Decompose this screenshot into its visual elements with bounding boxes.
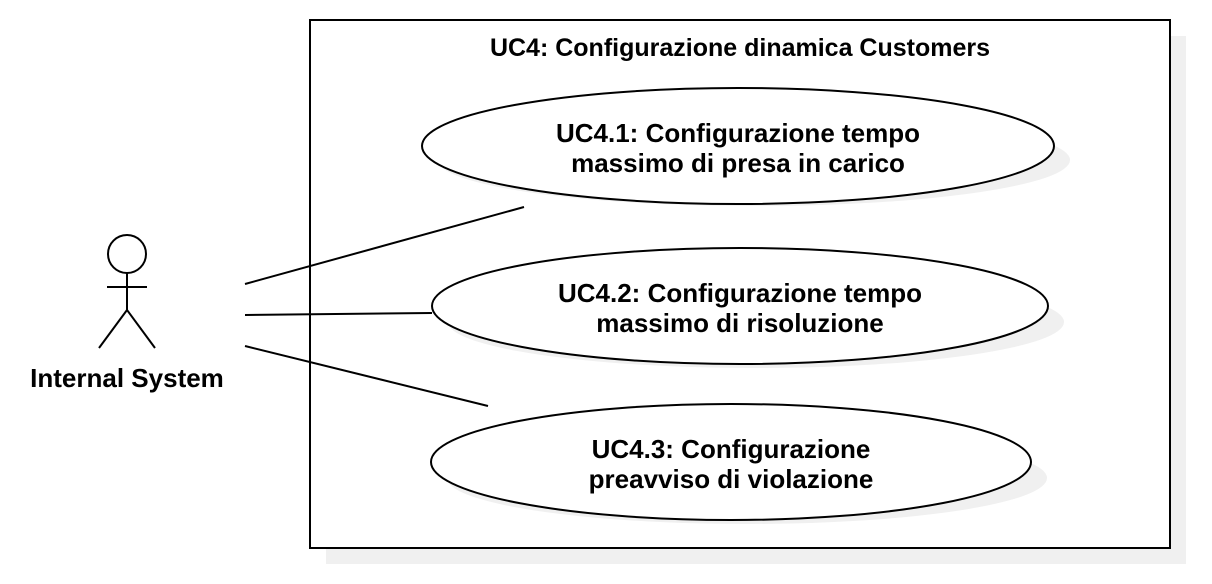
use-case-2-label-line2: massimo di risoluzione — [596, 308, 884, 338]
use-case-2-ellipse[interactable] — [431, 247, 1049, 365]
association-line-1[interactable] — [244, 206, 525, 285]
actor-label: Internal System — [30, 363, 224, 393]
system-title: UC4: Configurazione dinamica Customers — [490, 34, 990, 62]
actor-right-leg — [126, 309, 156, 349]
use-case-3-label-line1: UC4.3: Configurazione — [592, 434, 871, 464]
actor-left-leg — [98, 309, 128, 349]
use-case-2-label-line1: UC4.2: Configurazione tempo — [558, 278, 922, 308]
association-line-3[interactable] — [244, 345, 489, 407]
use-case-1-ellipse[interactable] — [421, 87, 1055, 205]
use-case-3-ellipse[interactable] — [430, 403, 1032, 521]
use-case-3-label-line2: preavviso di violazione — [589, 464, 874, 494]
actor-figure[interactable] — [98, 234, 156, 349]
association-line-2[interactable] — [244, 312, 433, 316]
use-case-1-label-line1: UC4.1: Configurazione tempo — [556, 118, 920, 148]
actor-head — [107, 234, 147, 274]
use-case-1-label-line2: massimo di presa in carico — [571, 148, 905, 178]
